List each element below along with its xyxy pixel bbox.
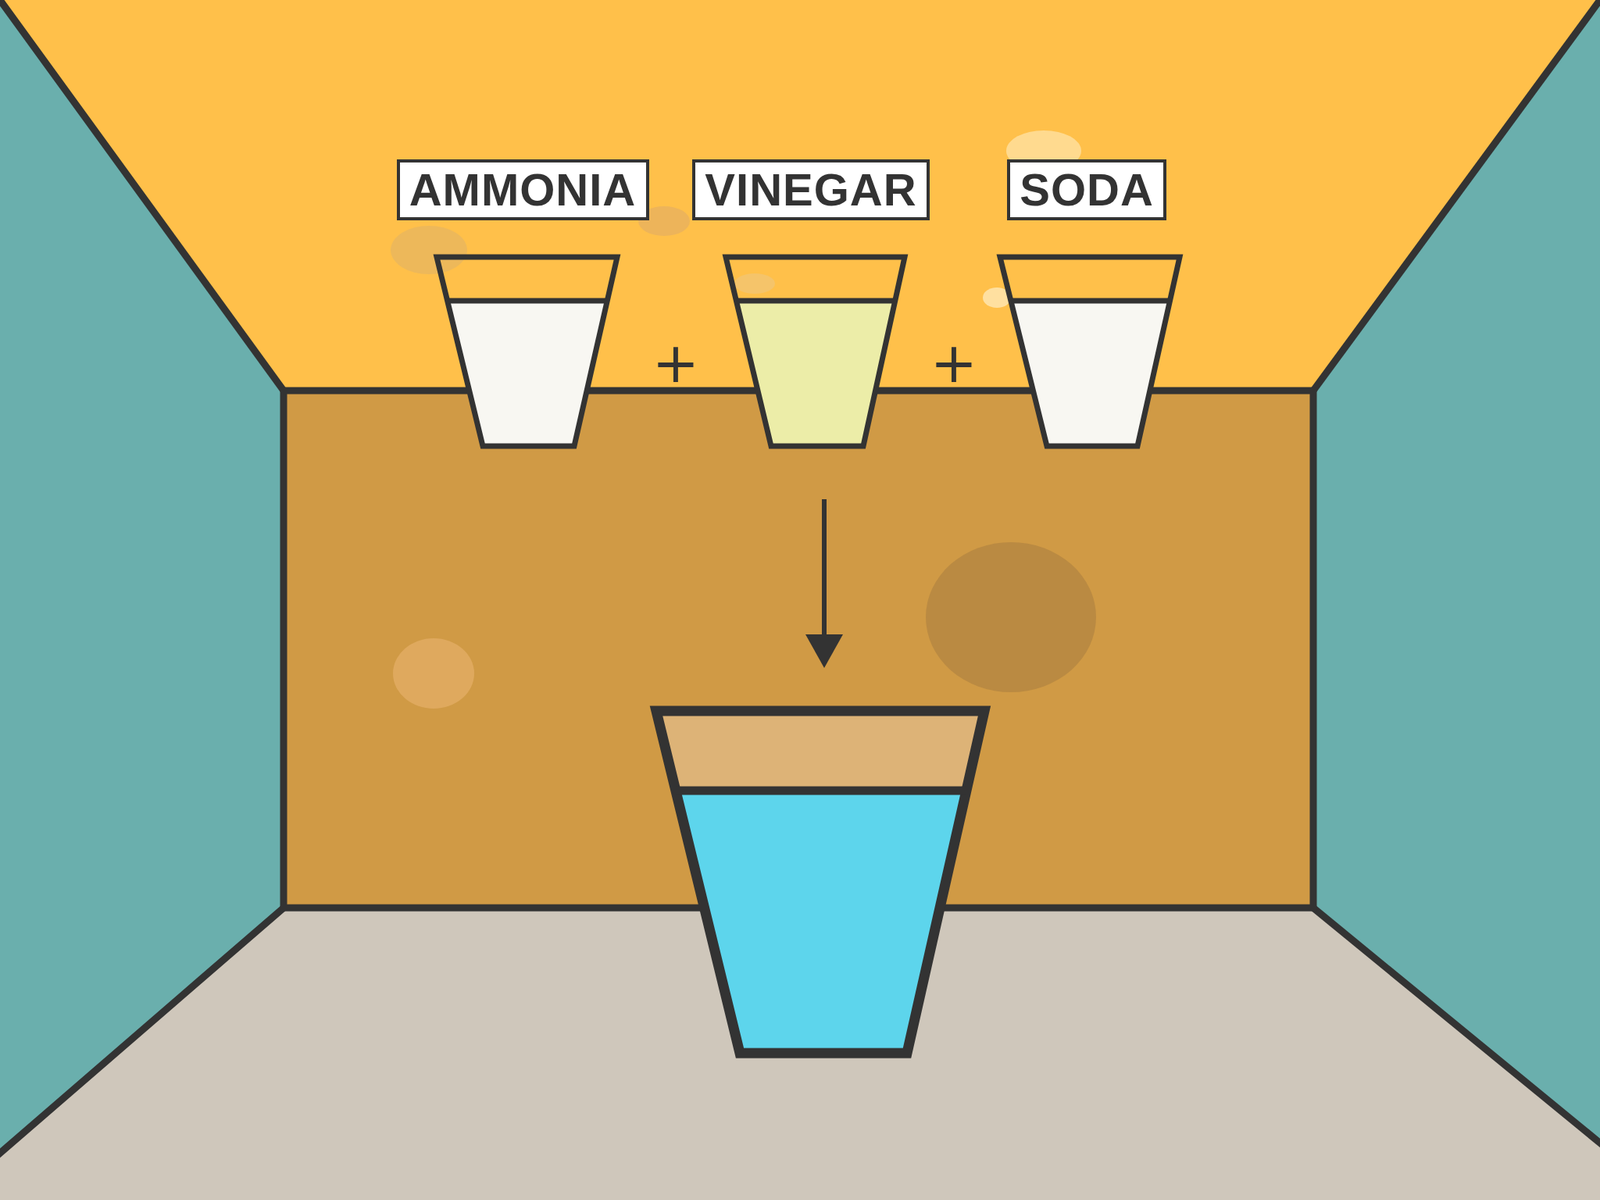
room-edges	[0, 0, 1600, 1154]
plus-sign: +	[930, 334, 978, 391]
label-box: AMMONIA	[396, 159, 650, 221]
wall-stain	[392, 638, 475, 709]
mix-arrow	[805, 499, 843, 668]
label-text: VINEGAR	[704, 167, 917, 213]
label-box: SODA	[1007, 159, 1167, 221]
ceiling-spot	[390, 225, 468, 275]
vinegar-cup	[725, 257, 905, 447]
label-text: SODA	[1019, 167, 1154, 213]
soda-cup	[1000, 257, 1180, 447]
result-cup	[656, 710, 985, 1054]
wall-stain	[925, 542, 1097, 693]
label-box: VINEGAR	[692, 159, 930, 221]
ceiling-spot	[734, 273, 775, 294]
plus-sign: +	[652, 334, 700, 391]
ammonia-cup	[436, 257, 618, 447]
label-text: AMMONIA	[409, 167, 637, 213]
